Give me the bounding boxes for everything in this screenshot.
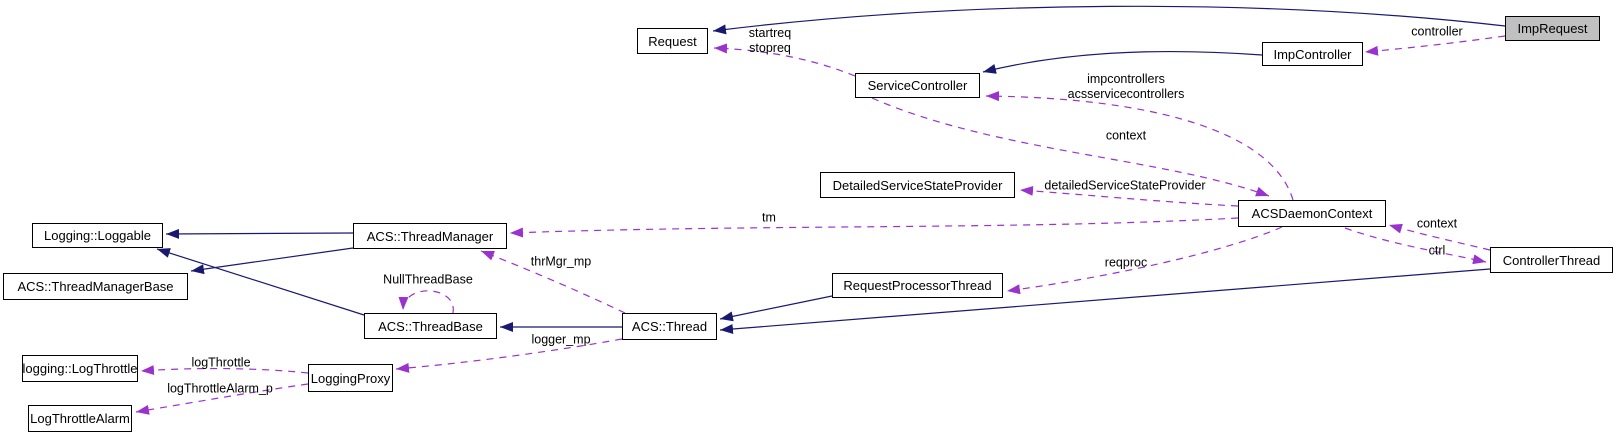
edge-label-startreq: startreq — [748, 26, 792, 40]
node-request[interactable]: Request — [637, 28, 708, 54]
node-requestprocessorthread[interactable]: RequestProcessorThread — [832, 273, 1003, 298]
edge-controllerthread-uses-acsdaemoncontext — [1388, 223, 1491, 251]
node-logthrottle[interactable]: logging::LogThrottle — [22, 355, 138, 382]
edge-controllerthread-inherits-thread — [719, 268, 1491, 334]
edge-label-nullthreadbase: NullThreadBase — [383, 272, 473, 287]
node-threadmanagerbase[interactable]: ACS::ThreadManagerBase — [3, 273, 188, 300]
edge-threadmanager-inherits-loggable — [165, 228, 354, 239]
node-servicecontroller[interactable]: ServiceController — [855, 73, 980, 98]
edge-label-thrmgr-mp: thrMgr_mp — [530, 254, 592, 269]
edge-label-ctrl: ctrl — [1428, 243, 1446, 258]
node-loggingproxy[interactable]: LoggingProxy — [308, 364, 393, 392]
node-logthrottlealarm[interactable]: LogThrottleAlarm — [28, 405, 132, 432]
edge-acsdaemoncontext-uses-controllerthread — [1344, 227, 1487, 265]
node-impcontroller[interactable]: ImpController — [1262, 42, 1363, 66]
node-thread[interactable]: ACS::Thread — [622, 313, 717, 340]
edge-requestprocessorthread-inherits-thread — [719, 295, 833, 322]
edge-threadbase-self-nullthreadbase — [398, 290, 454, 314]
edge-label-logthrottlealarm-p: logThrottleAlarm_p — [167, 381, 273, 396]
node-controllerthread[interactable]: ControllerThread — [1490, 247, 1613, 273]
node-acsdaemoncontext[interactable]: ACSDaemonContext — [1238, 200, 1386, 227]
node-threadbase[interactable]: ACS::ThreadBase — [364, 313, 497, 339]
edge-acsdaemoncontext-uses-threadmanager — [509, 217, 1239, 238]
edge-label-reqproc: reqproc — [1104, 255, 1148, 270]
edge-impcontroller-inherits-servicecontroller — [982, 50, 1263, 74]
edge-acsdaemoncontext-uses-requestprocessorthread — [1006, 226, 1283, 295]
edge-label-logthrottle: logThrottle — [191, 355, 251, 370]
edge-threadbase-inherits-loggable — [156, 248, 365, 316]
node-threadmanager[interactable]: ACS::ThreadManager — [353, 223, 507, 249]
edge-acsdaemoncontext-uses-servicecontroller — [985, 91, 1294, 201]
edge-label-stopreq: stopreq — [749, 41, 791, 55]
edge-label-acsservicecontrollers: acsservicecontrollers — [1067, 87, 1185, 101]
edge-imprequest-inherits-request — [712, 5, 1506, 35]
edge-loggingproxy-uses-logthrottle — [140, 365, 309, 376]
edge-acsdaemoncontext-uses-detailedservicestateprovider — [1019, 185, 1239, 207]
edge-thread-uses-threadmanager — [480, 250, 626, 314]
edge-label-context-service: context — [1105, 128, 1147, 143]
edge-label-impcontrollers-acsservicecontrollers: impcontrollers acsservicecontrollers — [1068, 72, 1185, 102]
edge-imprequest-uses-impcontroller — [1364, 35, 1506, 56]
edge-label-tm: tm — [762, 210, 776, 225]
edge-label-startreq-stopreq: startreq stopreq — [749, 26, 791, 56]
edge-threadmanager-inherits-threadmanagerbase — [190, 247, 354, 275]
edge-label-context-ctrl: context — [1416, 216, 1458, 231]
node-imprequest-focus: ImpRequest — [1505, 16, 1600, 41]
node-detailedservicestateprovider[interactable]: DetailedServiceStateProvider — [820, 172, 1015, 198]
edge-servicecontroller-uses-acsdaemoncontext — [871, 97, 1270, 197]
edge-servicecontroller-uses-request — [713, 43, 856, 77]
edge-label-controller: controller — [1411, 24, 1463, 39]
node-logging-loggable[interactable]: Logging::Loggable — [32, 223, 163, 248]
edge-label-detailedservicestateprovider: detailedServiceStateProvider — [1044, 178, 1206, 193]
edge-label-impcontrollers: impcontrollers — [1087, 72, 1165, 86]
edge-thread-uses-loggingproxy — [395, 338, 623, 373]
edge-label-logger-mp: logger_mp — [531, 332, 591, 347]
